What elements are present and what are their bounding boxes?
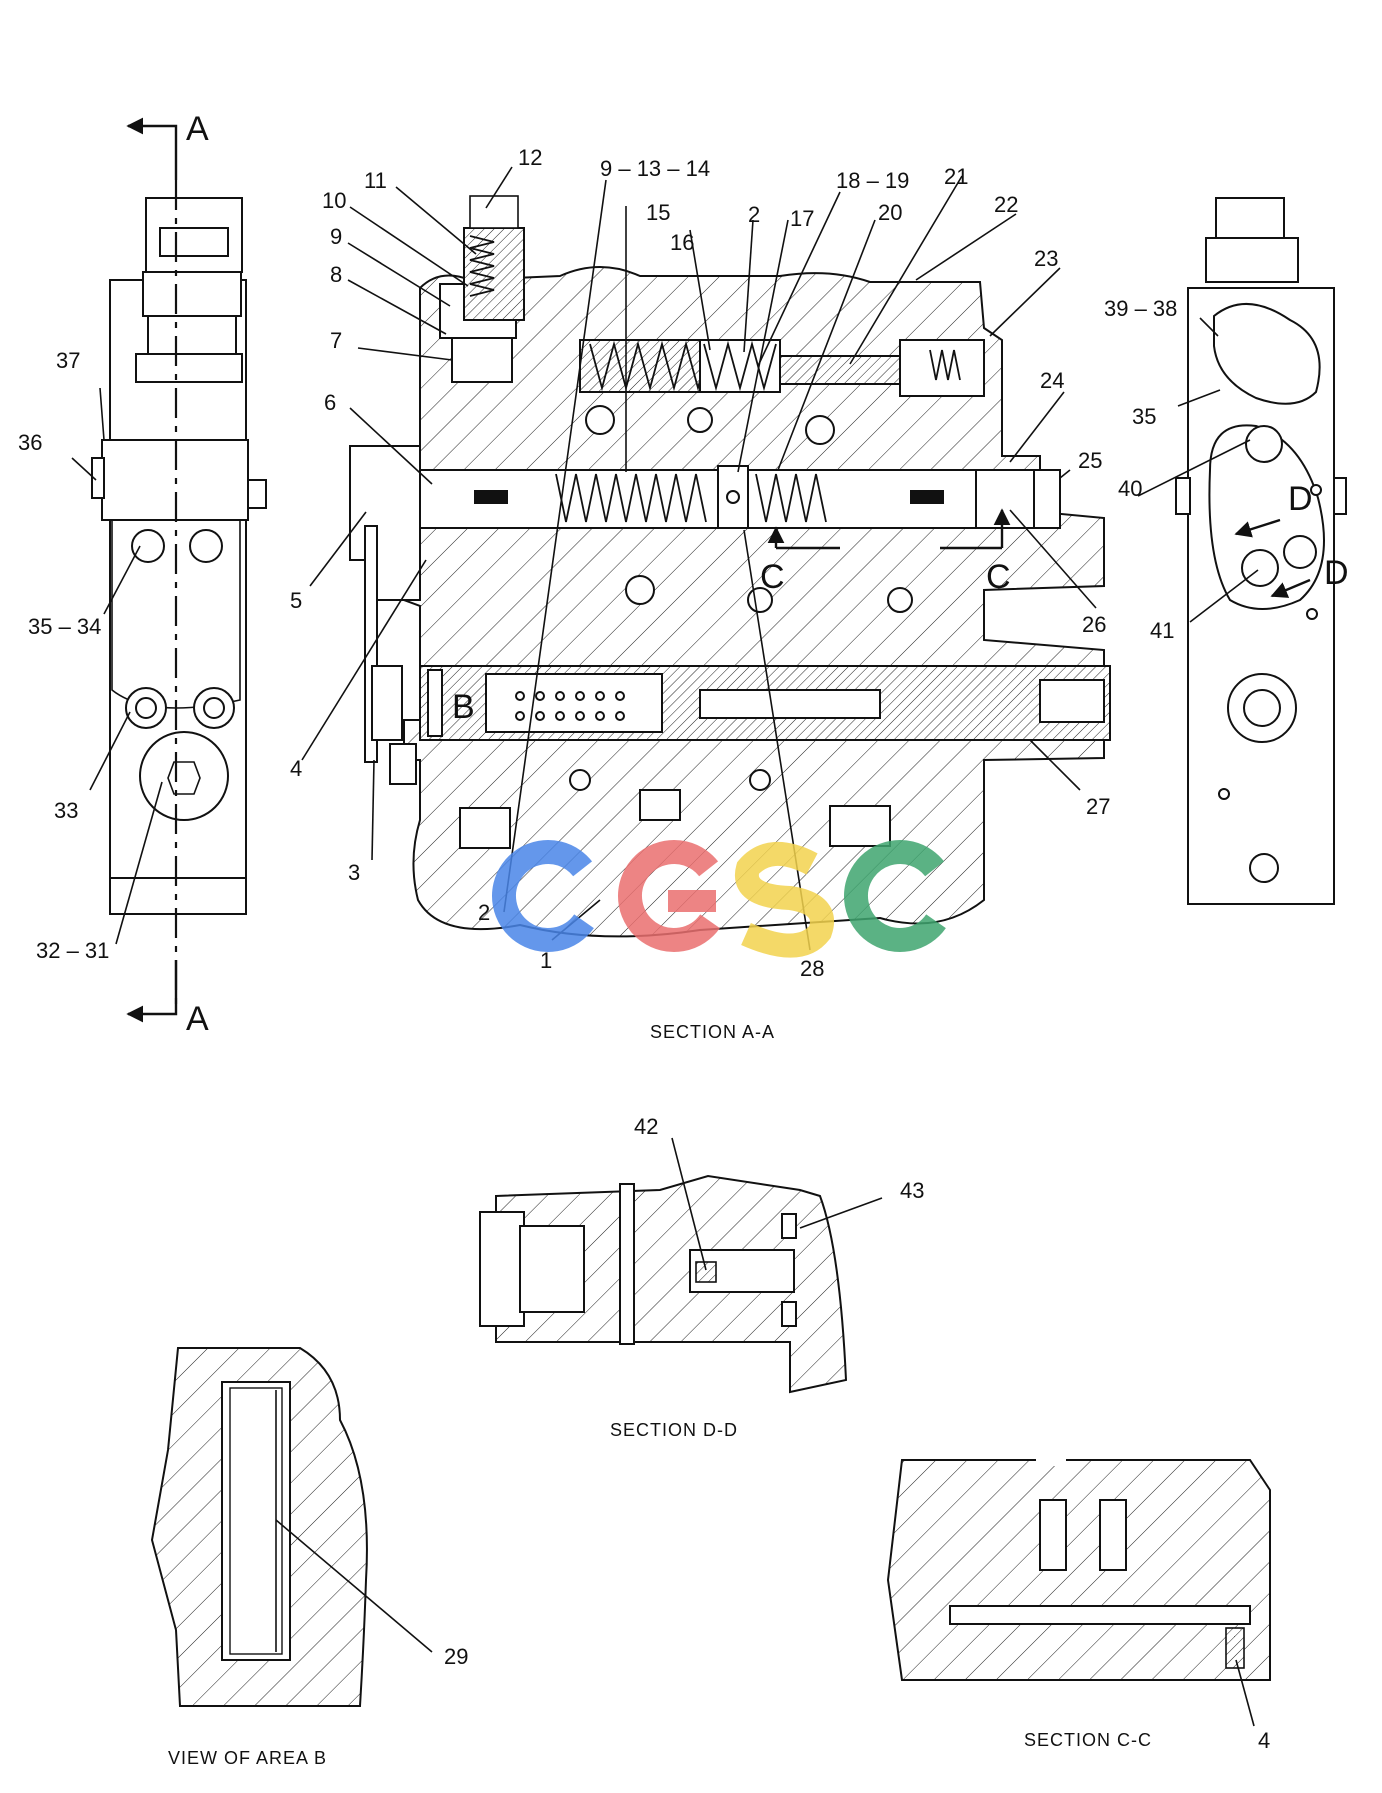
watermark-letter-2 bbox=[618, 840, 730, 952]
section-a-a-view: B C C bbox=[349, 195, 1111, 938]
callout-23: 23 bbox=[1034, 246, 1058, 271]
callout-2-upper: 2 bbox=[748, 202, 760, 227]
callout-3: 3 bbox=[348, 860, 360, 885]
callout-29: 29 bbox=[444, 1644, 468, 1669]
section-d-d-view bbox=[479, 1174, 848, 1394]
callout-26: 26 bbox=[1082, 612, 1106, 637]
callout-42: 42 bbox=[634, 1114, 658, 1139]
callout-21: 21 bbox=[944, 164, 968, 189]
callout-10: 10 bbox=[322, 188, 346, 213]
callout-27: 27 bbox=[1086, 794, 1110, 819]
section-marker-b: B bbox=[452, 688, 475, 726]
callout-40: 40 bbox=[1118, 476, 1142, 501]
callout-36: 36 bbox=[18, 430, 42, 455]
watermark-letter-3 bbox=[734, 841, 834, 958]
callout-9-13-14: 9 – 13 – 14 bbox=[600, 156, 710, 181]
callout-17: 17 bbox=[790, 206, 814, 231]
caption-section-a-a: SECTION A-A bbox=[650, 1022, 775, 1042]
caption-view-of-area-b: VIEW OF AREA B bbox=[168, 1748, 327, 1768]
section-marker-d-top: D bbox=[1288, 480, 1313, 518]
callout-28: 28 bbox=[800, 956, 824, 981]
callout-35-34: 35 – 34 bbox=[28, 614, 101, 639]
callout-9: 9 bbox=[330, 224, 342, 249]
callout-8: 8 bbox=[330, 262, 342, 287]
callout-2-lower: 2 bbox=[478, 900, 490, 925]
watermark bbox=[492, 840, 956, 958]
left-side-view: A A bbox=[91, 110, 267, 1038]
callout-24: 24 bbox=[1040, 368, 1064, 393]
callout-16: 16 bbox=[670, 230, 694, 255]
callout-12: 12 bbox=[518, 145, 542, 170]
callout-35: 35 bbox=[1132, 404, 1156, 429]
callout-39-38: 39 – 38 bbox=[1104, 296, 1177, 321]
watermark-letter-1 bbox=[492, 840, 604, 952]
callout-25: 25 bbox=[1078, 448, 1102, 473]
right-side-view: D D bbox=[1175, 197, 1349, 905]
callout-15: 15 bbox=[646, 200, 670, 225]
callout-6: 6 bbox=[324, 390, 336, 415]
callout-37: 37 bbox=[56, 348, 80, 373]
callout-22: 22 bbox=[994, 192, 1018, 217]
callout-33: 33 bbox=[54, 798, 78, 823]
callout-41: 41 bbox=[1150, 618, 1174, 643]
callout-11: 11 bbox=[364, 168, 387, 193]
section-marker-d-bottom: D bbox=[1324, 554, 1349, 592]
caption-section-c-c: SECTION C-C bbox=[1024, 1730, 1152, 1750]
callout-32-31: 32 – 31 bbox=[36, 938, 109, 963]
leader-lines bbox=[71, 166, 1259, 1727]
section-c-c-view bbox=[886, 1458, 1271, 1681]
area-b-view bbox=[150, 1347, 368, 1707]
section-marker-a-top: A bbox=[186, 110, 209, 148]
caption-section-d-d: SECTION D-D bbox=[610, 1420, 738, 1440]
section-marker-c-right: C bbox=[986, 558, 1011, 596]
callout-5: 5 bbox=[290, 588, 302, 613]
callout-4-section-cc: 4 bbox=[1258, 1728, 1270, 1753]
callout-43: 43 bbox=[900, 1178, 924, 1203]
callout-labels: 12 11 10 9 8 7 6 5 4 3 2 1 9 – 13 – 14 1… bbox=[18, 145, 1270, 1753]
callout-1: 1 bbox=[540, 948, 552, 973]
callout-18-19: 18 – 19 bbox=[836, 168, 909, 193]
watermark-letter-4 bbox=[844, 840, 956, 952]
section-marker-c-left: C bbox=[760, 558, 785, 596]
section-marker-a-bottom: A bbox=[186, 1000, 209, 1038]
callout-4: 4 bbox=[290, 756, 302, 781]
captions: SECTION A-A SECTION D-D VIEW OF AREA B S… bbox=[168, 1022, 1152, 1768]
callout-20: 20 bbox=[878, 200, 902, 225]
callout-7: 7 bbox=[330, 328, 342, 353]
